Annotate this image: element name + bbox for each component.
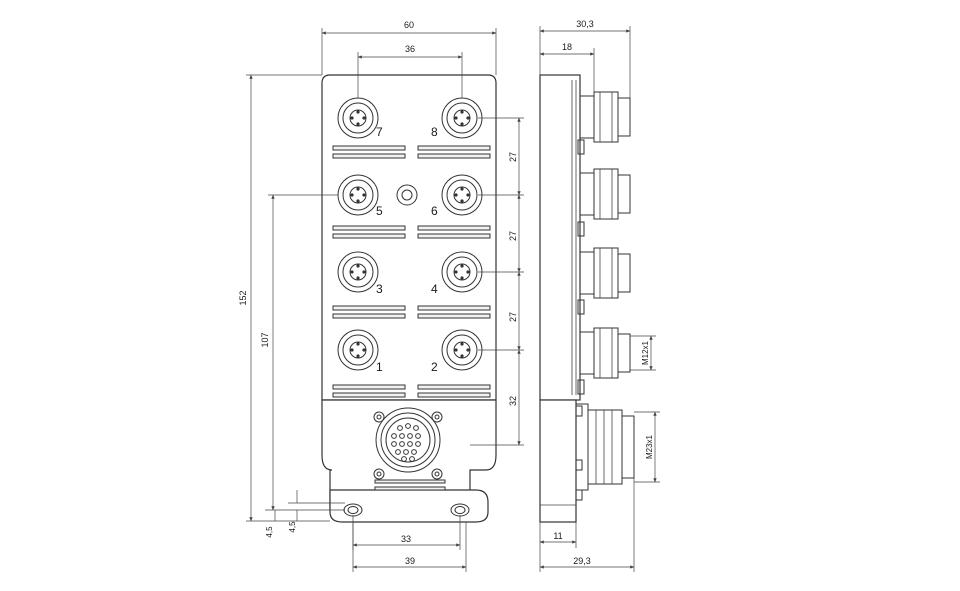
port-6 [441,174,483,216]
dim-side-depth-total: 30,3 [576,19,594,29]
side-connector-3 [579,247,631,299]
dim-height-to-axis: 107 [260,332,270,347]
port-label-1: 1 [376,360,383,374]
dim-bottom-offset-1: 4,5 [265,526,274,538]
dim-top-width: 60 [404,20,414,30]
port-label-6: 6 [431,204,438,218]
port-label-5: 5 [376,204,383,218]
port-3 [337,251,379,293]
port-label-2: 2 [431,360,438,374]
port-4 [441,251,483,293]
port-label-3: 3 [376,282,383,296]
dim-pitch-3: 27 [508,312,518,322]
side-connector-4 [579,327,631,379]
dim-port-spacing: 36 [405,44,415,54]
dim-height-total: 152 [238,290,248,305]
port-label-7: 7 [376,125,383,139]
dim-side-bottom-thickness: 11 [553,531,562,541]
dim-side-bottom-depth: 29,3 [573,556,591,566]
dim-pitch-2: 27 [508,231,518,241]
dim-bottom-offset-2: 4,5 [288,521,297,533]
dim-pitch-1: 27 [508,152,518,162]
center-indicator [396,184,418,206]
thread-label-m23: M23x1 [645,434,654,459]
side-connector-m23 [575,403,635,491]
dim-side-depth-body: 18 [562,42,572,52]
dim-pitch-4: 32 [508,396,518,406]
side-view: 30,3 18 11 29,3 M12x1 M23x1 [539,19,660,572]
thread-label-m12: M12x1 [641,340,650,365]
side-connector-1 [579,91,631,143]
side-connector-2 [579,168,631,220]
port-1 [337,329,379,371]
front-view: 7 8 5 6 3 4 1 2 60 [238,20,524,572]
mounting-flange [329,489,489,523]
port-label-4: 4 [431,282,438,296]
dim-base-width: 39 [405,556,415,566]
dim-hole-spacing: 33 [401,534,411,544]
port-7 [337,97,379,139]
label-slots [332,145,491,491]
port-label-8: 8 [431,125,438,139]
side-body [539,74,581,401]
m23-connector [373,407,443,480]
side-body-lower [539,399,577,523]
